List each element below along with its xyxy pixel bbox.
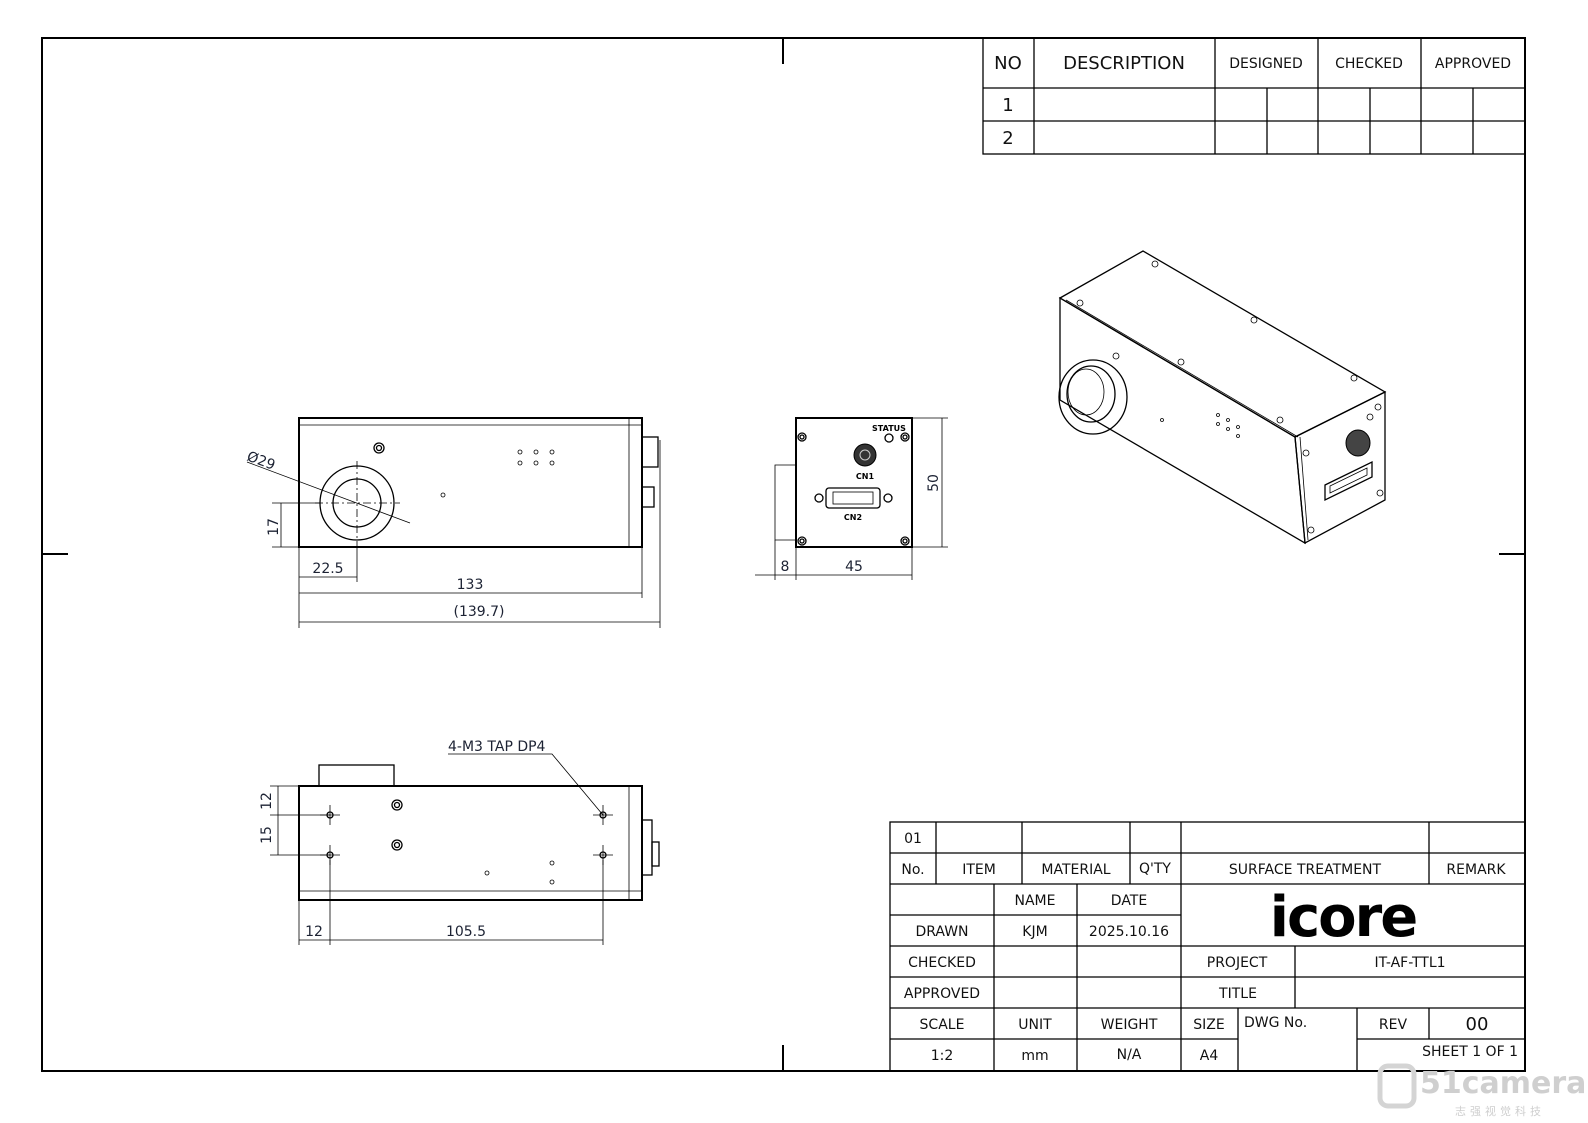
dim-22-5: 22.5 bbox=[312, 561, 343, 577]
rev-header-description: DESCRIPTION bbox=[1063, 53, 1185, 74]
bottom-view: 4-M3 TAP DP4 12 15 12 105.5 bbox=[259, 739, 660, 945]
sheet-number: SHEET 1 OF 1 bbox=[1422, 1044, 1518, 1060]
icore-logo: icore bbox=[1270, 885, 1416, 950]
title-label: TITLE bbox=[1218, 986, 1257, 1002]
rev-value: 00 bbox=[1466, 1014, 1489, 1035]
bom-header-material: MATERIAL bbox=[1041, 862, 1110, 878]
size-label: SIZE bbox=[1193, 1017, 1224, 1033]
scale-label: SCALE bbox=[920, 1017, 965, 1033]
dim-8: 8 bbox=[781, 559, 790, 575]
scale-value: 1:2 bbox=[931, 1048, 954, 1064]
rev-header-designed: DESIGNED bbox=[1229, 56, 1303, 72]
watermark: 51camera 志强视觉科技 bbox=[1377, 1063, 1586, 1118]
rev-header-approved: APPROVED bbox=[1435, 56, 1511, 72]
weight-value: N/A bbox=[1117, 1047, 1142, 1063]
drawn-label: DRAWN bbox=[915, 924, 968, 940]
status-label: STATUS bbox=[872, 424, 906, 433]
dim-v12: 12 bbox=[259, 792, 275, 810]
dwg-no-label: DWG No. bbox=[1244, 1015, 1307, 1031]
cn2-connector bbox=[825, 487, 881, 509]
cn2-label: CN2 bbox=[844, 513, 862, 522]
drawn-name: KJM bbox=[1022, 924, 1047, 940]
dim-h12: 12 bbox=[305, 924, 323, 940]
end-view: STATUS CN1 CN2 50 8 45 bbox=[755, 417, 948, 580]
drawn-date: 2025.10.16 bbox=[1089, 924, 1169, 940]
isometric-view bbox=[1058, 250, 1387, 545]
dim-17: 17 bbox=[266, 518, 282, 536]
bom-header-item: ITEM bbox=[962, 862, 996, 878]
project-label: PROJECT bbox=[1207, 955, 1268, 971]
dim-50: 50 bbox=[926, 474, 942, 492]
checked-label: CHECKED bbox=[908, 955, 976, 971]
dim-diameter: Ø29 bbox=[245, 449, 278, 474]
bom-header-no: No. bbox=[901, 862, 924, 878]
bom-no-value: 01 bbox=[904, 831, 922, 847]
rev-row-2: 2 bbox=[1002, 128, 1013, 149]
bom-header-remark: REMARK bbox=[1446, 862, 1506, 878]
date-label: DATE bbox=[1111, 893, 1147, 909]
unit-value: mm bbox=[1021, 1048, 1048, 1064]
dim-105-5: 105.5 bbox=[446, 924, 486, 940]
rev-row-1: 1 bbox=[1002, 95, 1013, 116]
cn1-label: CN1 bbox=[856, 472, 875, 481]
size-value: A4 bbox=[1200, 1048, 1219, 1064]
dim-v15: 15 bbox=[259, 826, 275, 844]
revision-table: NO DESCRIPTION DESIGNED CHECKED APPROVED… bbox=[982, 37, 1526, 155]
dim-45: 45 bbox=[845, 559, 863, 575]
bom-header-qty: Q'TY bbox=[1139, 861, 1171, 877]
title-block: 01 No. ITEM MATERIAL Q'TY SURFACE TREATM… bbox=[889, 821, 1526, 1072]
front-view: Ø29 17 22.5 133 (139.7) bbox=[245, 417, 661, 628]
dim-133: 133 bbox=[457, 577, 484, 593]
dim-139-7: (139.7) bbox=[453, 604, 504, 620]
center-marks bbox=[42, 38, 1525, 1071]
weight-label: WEIGHT bbox=[1101, 1017, 1158, 1033]
bom-header-surface: SURFACE TREATMENT bbox=[1229, 862, 1382, 878]
watermark-brand: 51camera bbox=[1420, 1066, 1586, 1101]
rev-header-no: NO bbox=[994, 53, 1022, 74]
unit-label: UNIT bbox=[1018, 1017, 1052, 1033]
tap-note: 4-M3 TAP DP4 bbox=[448, 739, 546, 755]
project-value: IT-AF-TTL1 bbox=[1374, 955, 1445, 971]
cn1-connector bbox=[853, 443, 877, 467]
rev-label: REV bbox=[1379, 1017, 1408, 1033]
approved-label: APPROVED bbox=[904, 986, 980, 1002]
watermark-sub: 志强视觉科技 bbox=[1455, 1104, 1545, 1118]
rev-header-checked: CHECKED bbox=[1335, 56, 1403, 72]
name-label: NAME bbox=[1015, 893, 1056, 909]
